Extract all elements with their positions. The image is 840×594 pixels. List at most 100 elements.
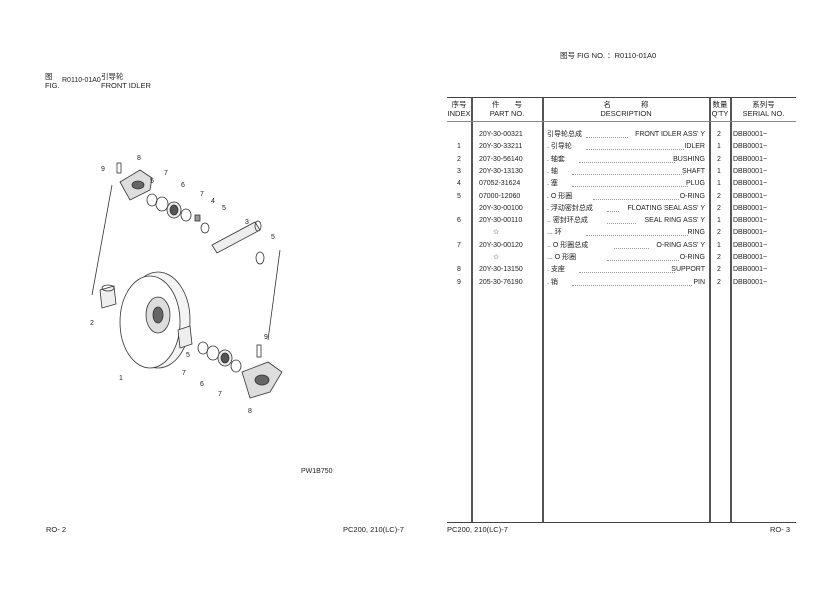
- row-serial: DBB0001~: [733, 241, 768, 249]
- fig-no-header: 图号 FIG NO. ：R0110-01A0: [560, 51, 657, 60]
- row-qty: 1: [717, 241, 721, 249]
- leader-dots: [586, 141, 684, 151]
- row-serial: DBB0001~: [733, 180, 768, 188]
- row-serial: DBB0001~: [733, 204, 768, 212]
- row-part-no: 207-30-56140: [479, 155, 523, 163]
- fig-en: FIG.: [45, 81, 60, 90]
- leader-dots: [586, 129, 628, 138]
- row-qty: 2: [717, 192, 721, 200]
- leader-dots: [593, 191, 680, 200]
- callout-3: 3: [245, 219, 249, 226]
- row-qty: 2: [717, 131, 721, 138]
- row-qty: 2: [717, 254, 721, 261]
- row-desc-zh: . 浮动密封总成: [547, 204, 593, 212]
- leader-dots: [572, 178, 688, 188]
- leader-dots: [607, 252, 680, 261]
- row-part-no: 20Y-30-00120: [479, 241, 523, 249]
- row-serial: DBB0001~: [733, 266, 768, 274]
- row-qty: 1: [717, 143, 721, 151]
- row-desc-en: RING: [687, 229, 706, 237]
- row-qty: 1: [717, 217, 721, 225]
- row-desc-en: PLUG: [685, 180, 705, 188]
- row-serial: DBB0001~: [733, 155, 768, 163]
- fig-number: R0110-01A0: [62, 77, 101, 84]
- footer-page-right: RO- 3: [770, 525, 791, 534]
- leader-dots: [607, 203, 619, 212]
- row-qty: 2: [717, 155, 721, 163]
- callout-8: 8: [137, 155, 141, 162]
- row-qty: 2: [717, 204, 721, 212]
- row-part-no: 20Y-30-33211: [479, 143, 523, 151]
- row-serial: DBB0001~: [733, 217, 768, 225]
- row-serial: DBB0001~: [733, 278, 768, 286]
- leader-dots: [579, 264, 675, 274]
- row-qty: 1: [717, 167, 721, 175]
- row-desc-zh: . 销: [547, 278, 558, 286]
- row-serial: DBB0001~: [733, 167, 768, 175]
- footer-page-left: RO- 2: [46, 525, 67, 534]
- callout-1: 1: [119, 375, 123, 382]
- leader-dots: [579, 154, 675, 163]
- row-desc-en: SHAFT: [682, 167, 705, 175]
- callout-7: 7: [164, 170, 168, 177]
- row-part-no: 20Y-30-13150: [479, 266, 523, 274]
- exploded-diagram: 9 8 5 7 6 7 4 5 3 5 2 1 9 5 7 6 7 8: [90, 155, 283, 415]
- row-desc-en: SUPPORT: [671, 266, 705, 274]
- leader-dots: [572, 277, 693, 286]
- row-part-no: 20Y-30-00321: [479, 131, 523, 138]
- row-desc-zh: . O 形圈: [547, 192, 573, 200]
- row-desc-zh: . 引导轮: [547, 143, 572, 151]
- title-zh: 引导轮: [101, 72, 124, 81]
- table-row: 3 20Y-30-13130 . 轴 SHAFT 1 DBB0001~: [447, 166, 796, 178]
- row-desc-zh: ... 环: [547, 229, 562, 237]
- row-desc-en: O-RING: [679, 254, 705, 261]
- row-desc-zh: .. 密封环总成: [547, 217, 588, 225]
- row-part-no: 07000-12060: [479, 192, 521, 200]
- row-desc-zh: . 塞: [547, 180, 558, 188]
- row-index: 2: [457, 155, 461, 163]
- row-desc-zh: .. O 形圈总成: [547, 241, 589, 249]
- row-index: 5: [457, 192, 461, 200]
- row-desc-zh: 引导轮总成: [547, 131, 582, 138]
- leader-dots: [614, 240, 650, 249]
- row-serial: DBB0001~: [733, 254, 768, 261]
- row-desc-zh: . 轴套: [547, 155, 565, 163]
- callout-labels: 9 8 5 7 6 7 4 5 3 5 2 1 9 5 7 6 7 8: [90, 155, 275, 415]
- row-part-no: 20Y-30-00110: [479, 217, 523, 225]
- callout-9: 9: [101, 166, 105, 173]
- fig-title: 引导轮 FRONT IDLER: [101, 72, 151, 90]
- footer-model-right: PC200, 210(LC)-7: [447, 525, 508, 534]
- row-desc-en: BUSHING: [673, 155, 705, 163]
- row-desc-en: IDLER: [684, 143, 705, 151]
- row-index: 8: [457, 266, 461, 274]
- row-desc-zh: . 支座: [547, 266, 565, 274]
- diagram-code: PW1B750: [301, 468, 333, 475]
- row-desc-en: O-RING: [679, 192, 705, 200]
- row-serial: DBB0001~: [733, 143, 768, 151]
- row-serial: DBB0001~: [733, 229, 768, 237]
- callout-2: 2: [90, 320, 94, 327]
- callout-8: 8: [248, 408, 252, 415]
- leader-dots: [586, 227, 688, 237]
- leader-dots: [607, 215, 637, 225]
- row-index: 3: [457, 167, 461, 175]
- callout-7: 7: [200, 191, 204, 198]
- callout-9: 9: [264, 334, 268, 341]
- callout-5: 5: [150, 178, 154, 185]
- row-desc-en: FRONT IDLER ASS' Y: [635, 131, 705, 138]
- row-desc-zh: . 轴: [547, 167, 558, 175]
- row-part-no: 20Y-30-13130: [479, 167, 523, 175]
- row-desc-en: PIN: [693, 278, 705, 286]
- callout-5: 5: [271, 234, 275, 241]
